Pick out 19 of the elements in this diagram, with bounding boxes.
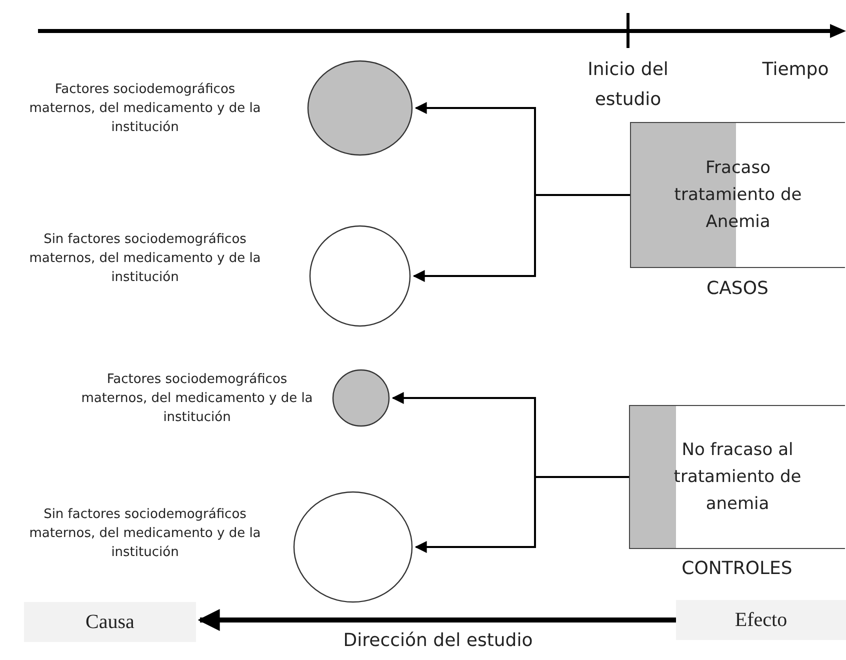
group-label: CONTROLES [680, 557, 794, 581]
axis-label: Inicio del estudio [586, 58, 670, 112]
group-label: CASOS [706, 277, 770, 301]
group-box [629, 405, 845, 549]
direction-label: Causa [24, 602, 196, 642]
factor-label: Sin factores sociodemográficos maternos, del medicamento y de la institución [28, 506, 262, 562]
axis-label: Tiempo [761, 58, 830, 82]
group-circle [293, 491, 413, 603]
outcome-text: No fracaso al tratamiento de anemia [672, 438, 802, 516]
group-box [630, 122, 845, 268]
group-circle [309, 225, 411, 327]
direction-label: Efecto [676, 600, 846, 640]
edge-label: Dirección del estudio [342, 629, 534, 653]
group-circle [332, 369, 390, 427]
factor-label: Sin factores sociodemográficos maternos, del medicamento y de la institución [28, 231, 262, 287]
group-circle [307, 60, 413, 156]
factor-label: Factores sociodemográficos maternos, del medicamento y de la institución [80, 371, 314, 427]
outcome-text: Fracaso tratamiento de Anemia [673, 156, 803, 234]
factor-label: Factores sociodemográficos maternos, del medicamento y de la institución [28, 81, 262, 137]
